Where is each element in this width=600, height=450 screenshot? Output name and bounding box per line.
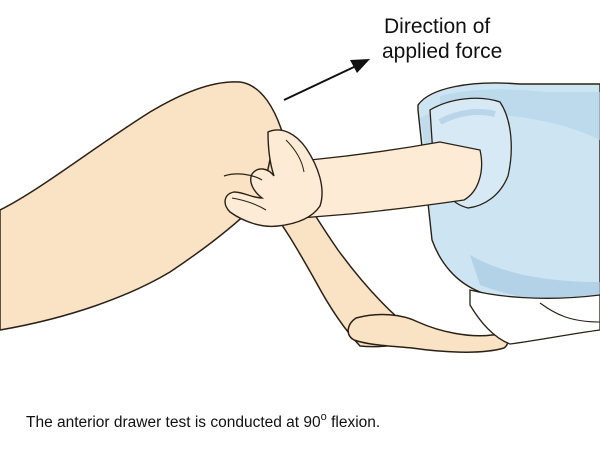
force-label-line-1: Direction of	[384, 15, 491, 38]
degree-symbol: o	[320, 411, 327, 423]
examiner-hand	[223, 129, 323, 228]
force-direction-label: Direction of applied force	[382, 14, 502, 64]
examiner-forearm	[299, 141, 483, 219]
caption-text: The anterior drawer test is conducted at…	[26, 414, 321, 431]
caption-text-end: flexion.	[326, 414, 381, 431]
force-direction-arrow	[283, 59, 370, 101]
figure-caption: The anterior drawer test is conducted at…	[26, 411, 380, 432]
examination-sheet	[469, 289, 600, 345]
force-label-line-2: applied force	[382, 40, 503, 63]
patient-foot	[347, 313, 509, 353]
